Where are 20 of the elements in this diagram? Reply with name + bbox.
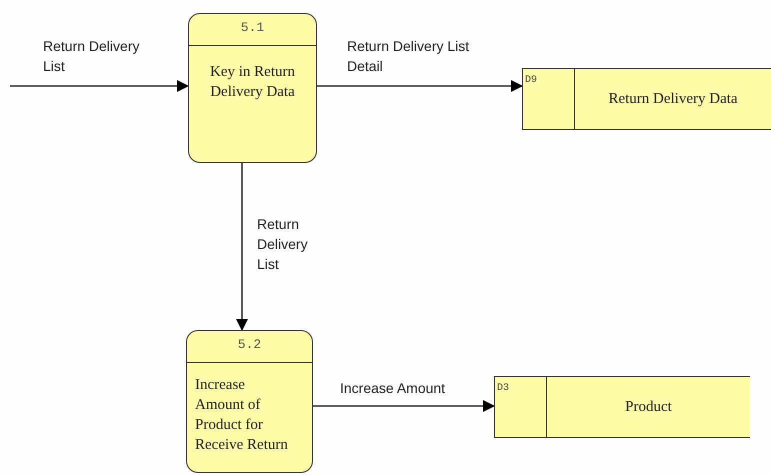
arrow — [10, 80, 189, 92]
process-label: Increase Amount of Product for Receive Return — [195, 376, 289, 455]
edge-label: Return Delivery List — [43, 37, 140, 76]
process-id: 5.2 — [187, 331, 312, 363]
data-store — [494, 376, 750, 438]
data-store — [522, 68, 771, 130]
arrow — [317, 80, 523, 92]
arrow — [313, 400, 495, 412]
edge-label: Increase Amount — [340, 379, 446, 398]
process-box — [186, 330, 313, 473]
store-label: Return Delivery Data — [608, 90, 738, 109]
edge-label: Return Delivery List Detail — [347, 37, 470, 76]
process-id: 5.1 — [189, 14, 316, 46]
arrow — [236, 163, 248, 331]
edge-label: Return Delivery List — [257, 215, 309, 274]
store-label: Product — [625, 398, 672, 417]
store-id: D9 — [523, 69, 575, 129]
process-label: Key in Return Delivery Data — [209, 63, 296, 102]
store-id: D3 — [495, 377, 547, 437]
process-box — [188, 13, 317, 163]
